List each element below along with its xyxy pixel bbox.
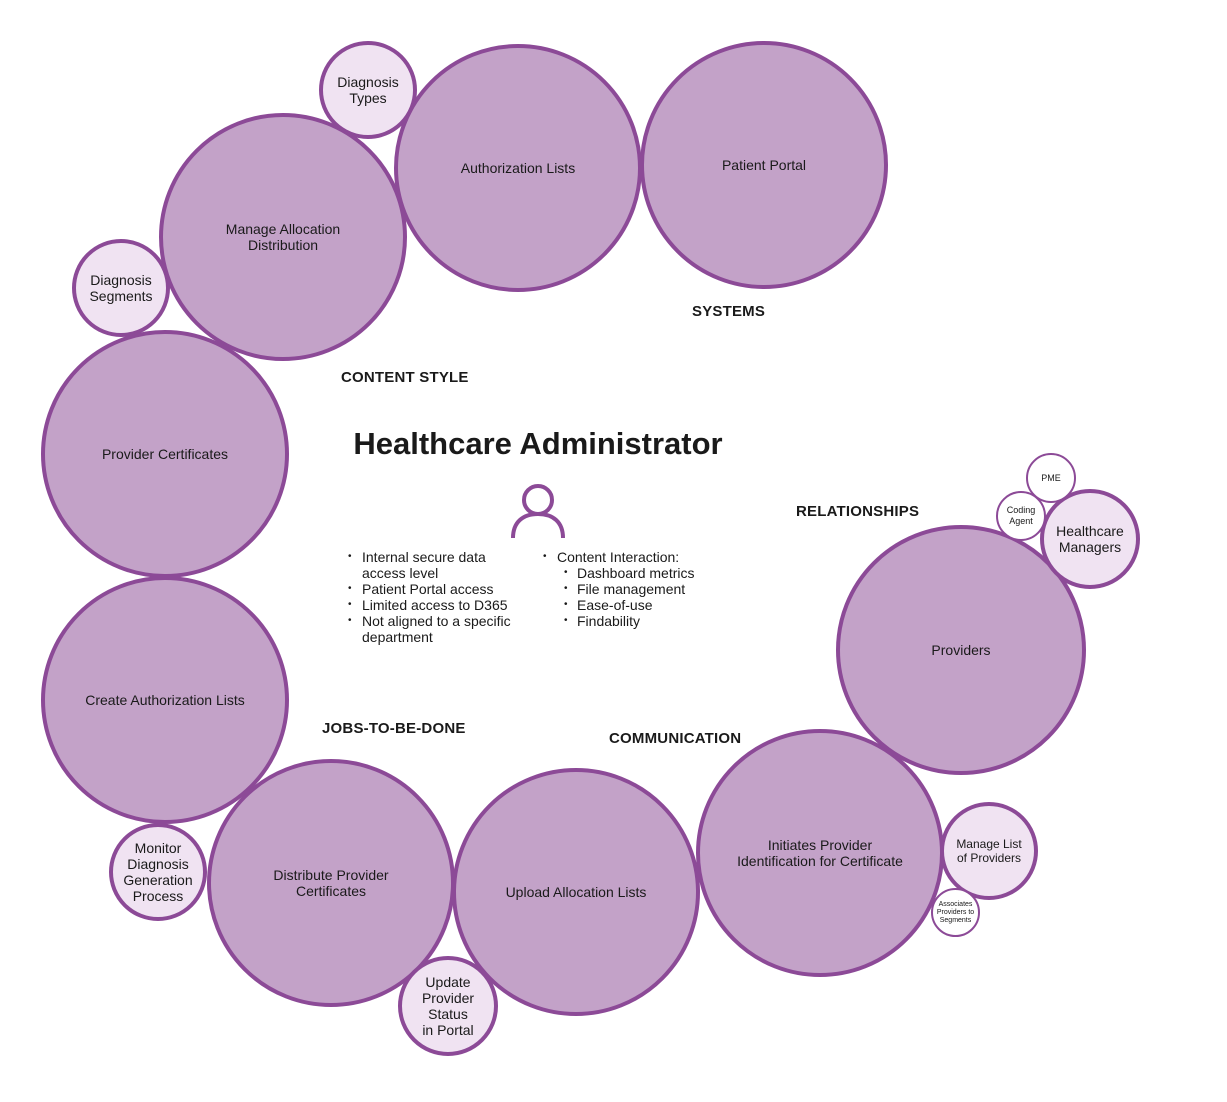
label-communication: COMMUNICATION	[609, 730, 742, 747]
page-title: Healthcare Administrator	[353, 426, 723, 461]
attributes-right-list: Content Interaction: Dashboard metrics F…	[543, 549, 723, 629]
circle-label: Diagnosis Segments	[89, 272, 153, 304]
list-item: Dashboard metrics	[543, 565, 723, 581]
circle-label: Providers	[931, 642, 991, 658]
label-systems: SYSTEMS	[692, 303, 766, 320]
list-item: Findability	[543, 613, 723, 629]
circle-associates-providers-to-segments[interactable]: Associates Providers to Segments	[931, 888, 980, 937]
circle-distribute-provider-certificates[interactable]: Distribute Provider Certificates	[207, 759, 455, 1007]
circle-initiates-provider-identification[interactable]: Initiates Provider Identification for Ce…	[696, 729, 944, 977]
circle-label: Create Authorization Lists	[85, 692, 245, 708]
circle-label: Manage List of Providers	[956, 837, 1022, 865]
circle-update-provider-status[interactable]: Update Provider Status in Portal	[398, 956, 498, 1056]
circle-label: Coding Agent	[1006, 505, 1036, 526]
circle-create-authorization-lists[interactable]: Create Authorization Lists	[41, 576, 289, 824]
label-jobs-to-be-done: JOBS-TO-BE-DONE	[322, 720, 466, 737]
circle-monitor-diagnosis-generation[interactable]: Monitor Diagnosis Generation Process	[109, 823, 207, 921]
label-content-style: CONTENT STYLE	[341, 369, 469, 386]
circle-label: Provider Certificates	[101, 446, 229, 462]
list-item: Limited access to D365	[348, 597, 524, 613]
list-item: Patient Portal access	[348, 581, 524, 597]
circle-upload-allocation-lists[interactable]: Upload Allocation Lists	[452, 768, 700, 1016]
circle-label: Distribute Provider Certificates	[273, 867, 389, 899]
circle-coding-agent[interactable]: Coding Agent	[996, 491, 1046, 541]
circle-label: Upload Allocation Lists	[505, 884, 647, 900]
circle-provider-certificates[interactable]: Provider Certificates	[41, 330, 289, 578]
circle-label: Authorization Lists	[460, 160, 576, 176]
circle-label: Patient Portal	[721, 157, 807, 173]
circle-label: Associates Providers to Segments	[936, 900, 975, 924]
circle-label: Manage Allocation Distribution	[225, 221, 341, 253]
circle-patient-portal[interactable]: Patient Portal	[640, 41, 888, 289]
list-item: Not aligned to a specific department	[348, 613, 524, 645]
circle-label: Initiates Provider Identification for Ce…	[737, 837, 903, 869]
circle-manage-list-of-providers[interactable]: Manage List of Providers	[940, 802, 1038, 900]
list-item: Content Interaction:	[543, 549, 723, 565]
circle-providers[interactable]: Providers	[836, 525, 1086, 775]
person-icon	[511, 484, 565, 539]
attributes-left-list: Internal secure data access level Patien…	[348, 549, 524, 645]
circle-diagnosis-types[interactable]: Diagnosis Types	[319, 41, 417, 139]
circle-label: PME	[1041, 472, 1061, 483]
list-item: Internal secure data access level	[348, 549, 524, 581]
circle-label: Healthcare Managers	[1056, 523, 1124, 555]
list-item: Ease-of-use	[543, 597, 723, 613]
circle-authorization-lists[interactable]: Authorization Lists	[394, 44, 642, 292]
circle-manage-allocation-distribution[interactable]: Manage Allocation Distribution	[159, 113, 407, 361]
label-relationships: RELATIONSHIPS	[796, 503, 920, 520]
circle-diagnosis-segments[interactable]: Diagnosis Segments	[72, 239, 170, 337]
circle-label: Update Provider Status in Portal	[421, 974, 475, 1038]
circle-label: Diagnosis Types	[337, 74, 399, 106]
circle-label: Monitor Diagnosis Generation Process	[123, 840, 193, 904]
circle-pme[interactable]: PME	[1026, 453, 1076, 503]
list-item: File management	[543, 581, 723, 597]
circle-healthcare-managers[interactable]: Healthcare Managers	[1040, 489, 1140, 589]
